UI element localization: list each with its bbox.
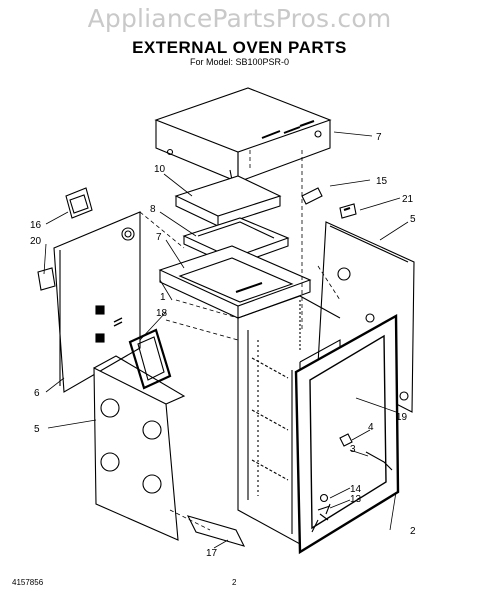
callout-2: 2 — [410, 526, 416, 537]
clip-21-part — [339, 203, 357, 219]
callout-5-left: 5 — [34, 424, 40, 435]
callout-19: 20 — [30, 236, 42, 247]
front-left-panel — [93, 355, 186, 541]
bracket-19-part — [37, 267, 56, 291]
bracket-16-part — [65, 187, 93, 219]
callout-18: 18 — [156, 308, 168, 319]
callout-10: 8 — [150, 204, 156, 215]
window-gasket-part — [128, 328, 172, 390]
watermark: AppliancePartsPros.com — [87, 4, 392, 33]
door-hardware-parts — [317, 433, 393, 521]
bottom-bracket-part — [186, 515, 246, 547]
top-shield-part — [174, 175, 282, 227]
callout-5-right: 5 — [410, 214, 416, 225]
callout-17: 17 — [206, 548, 218, 559]
callout-4: 4 — [368, 422, 374, 433]
callout-8: 7 — [376, 132, 382, 143]
callout-16: 16 — [30, 220, 42, 231]
callout-leaders — [43, 131, 409, 549]
callout-numbers: 7 10 8 7 1 15 21 5 16 20 18 6 5 19 4 3 1… — [30, 132, 416, 559]
label-15-part — [301, 187, 323, 205]
diagram-title: EXTERNAL OVEN PARTS — [132, 38, 347, 57]
callout-7: 7 — [156, 232, 162, 243]
callout-1: 1 — [160, 292, 166, 303]
callout-15: 15 — [376, 176, 388, 187]
footer-page: 2 — [232, 578, 237, 587]
footer-code: 4157856 — [12, 578, 44, 587]
callout-14: 14 — [350, 484, 362, 495]
callout-20: 19 — [396, 412, 408, 423]
callout-21: 21 — [402, 194, 414, 205]
callout-3: 3 — [350, 444, 356, 455]
callout-13: 13 — [350, 494, 362, 505]
top-cover-part — [154, 87, 332, 183]
burner-box-part — [158, 245, 312, 319]
model-line: For Model: SB100PSR-0 — [189, 57, 290, 67]
callout-6: 6 — [34, 388, 40, 399]
left-side-panel — [53, 211, 141, 393]
explode-guide-lines — [139, 150, 341, 531]
callout-11: 10 — [154, 164, 166, 175]
